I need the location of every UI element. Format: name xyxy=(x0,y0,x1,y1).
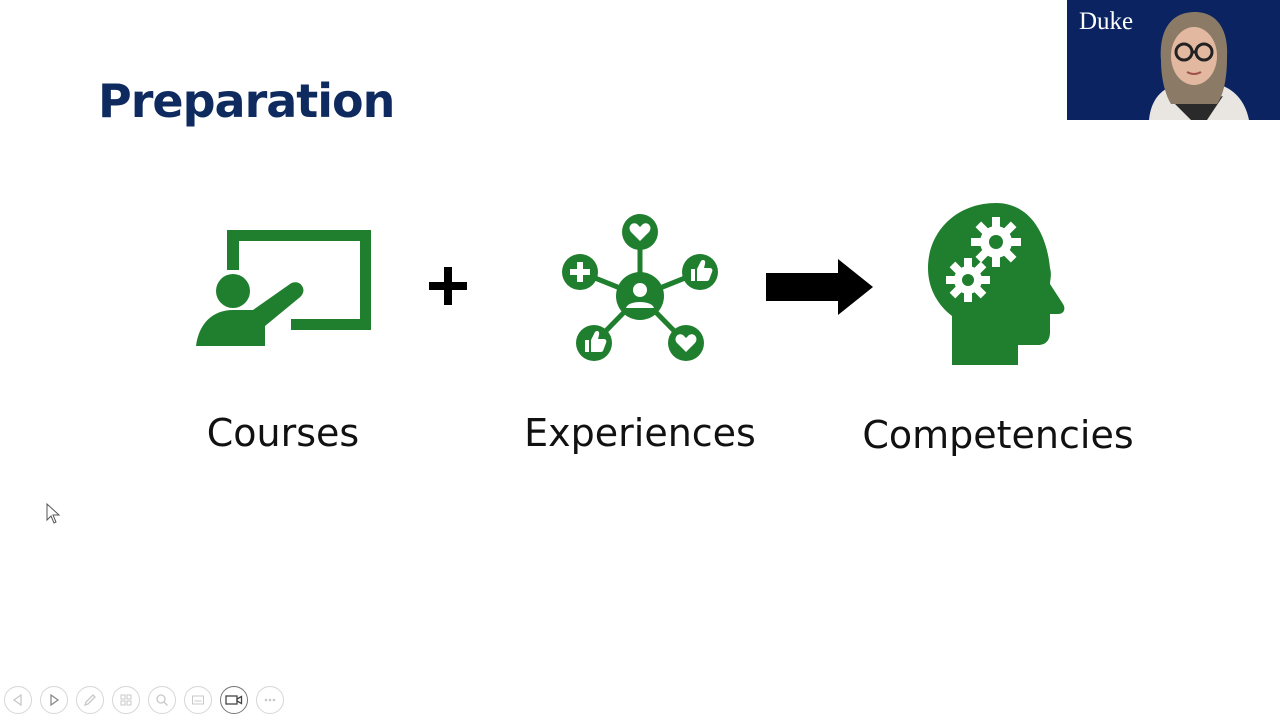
presenter-video xyxy=(1149,12,1249,120)
courses-label: Courses xyxy=(206,411,360,455)
zoom-button[interactable] xyxy=(148,686,176,714)
duke-logo: Duke xyxy=(1079,8,1134,35)
social-network-icon xyxy=(562,214,718,361)
head-gears-icon xyxy=(928,203,1065,365)
plus-icon xyxy=(429,267,467,305)
next-slide-button[interactable] xyxy=(40,686,68,714)
previous-icon xyxy=(12,693,22,707)
subtitles-icon xyxy=(192,695,204,705)
arrow-right-icon xyxy=(766,259,873,315)
mouse-cursor-icon xyxy=(46,503,61,524)
next-icon xyxy=(50,693,60,707)
more-icon xyxy=(264,698,276,702)
experiences-label: Experiences xyxy=(524,411,756,455)
zoom-icon xyxy=(156,694,168,706)
previous-slide-button[interactable] xyxy=(4,686,32,714)
teacher-board-icon xyxy=(196,230,371,346)
more-options-button[interactable] xyxy=(256,686,284,714)
camera-button[interactable] xyxy=(220,686,248,714)
pen-icon xyxy=(83,694,96,707)
competencies-label: Competencies xyxy=(862,413,1134,457)
slideshow-toolbar xyxy=(4,686,284,716)
camera-icon xyxy=(225,695,243,705)
slides-icon xyxy=(120,694,132,706)
subtitles-button[interactable] xyxy=(184,686,212,714)
pen-button[interactable] xyxy=(76,686,104,714)
presenter-webcam: Duke xyxy=(1067,0,1280,120)
see-all-slides-button[interactable] xyxy=(112,686,140,714)
slide-title: Preparation xyxy=(98,74,395,128)
